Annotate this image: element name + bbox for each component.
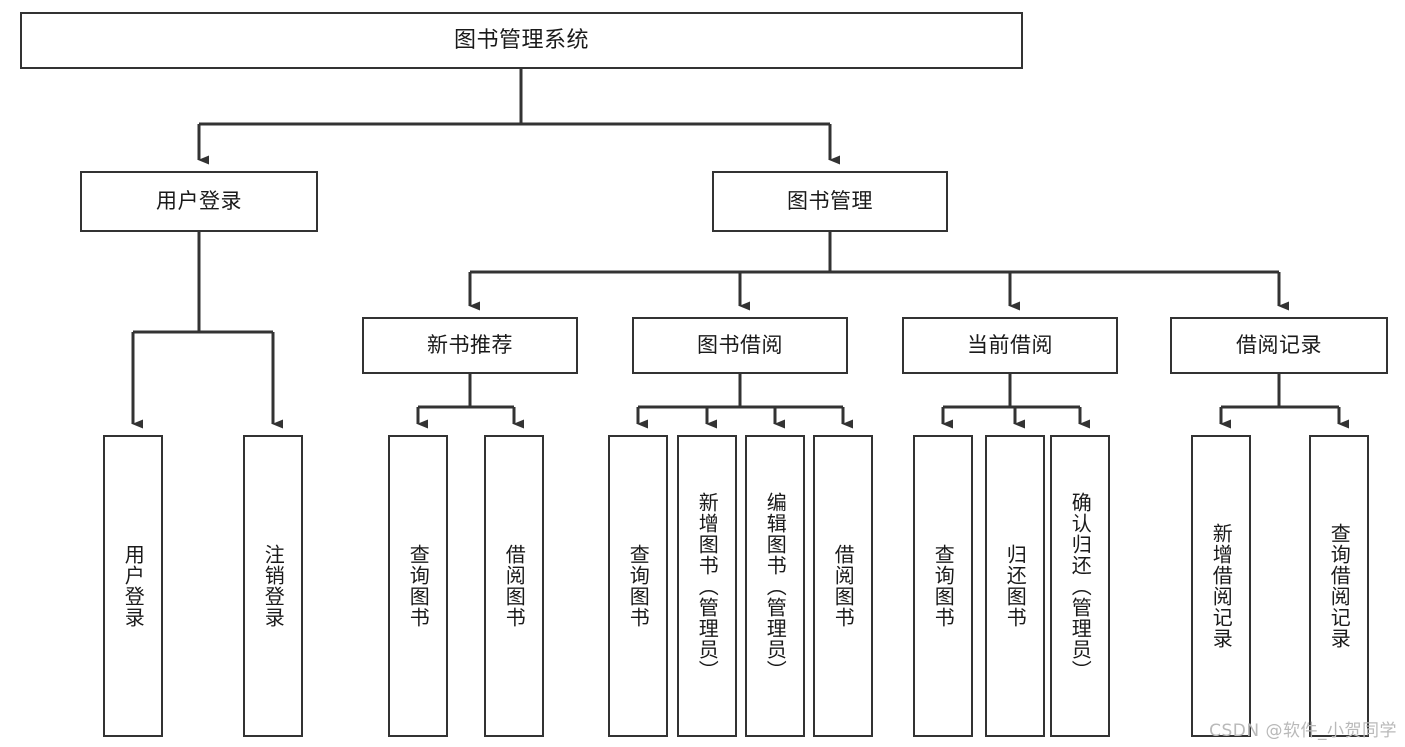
node-leaf-logout[interactable]: 注销登录 — [243, 435, 303, 737]
node-root[interactable]: 图书管理系统 — [20, 12, 1023, 69]
node-label-leaf-query-book-2: 查询图书 — [626, 544, 651, 628]
node-leaf-edit-book[interactable]: 编辑图书（管理员） — [745, 435, 805, 737]
node-label-root: 图书管理系统 — [453, 27, 589, 53]
node-label-leaf-return-book: 归还图书 — [1003, 544, 1028, 628]
node-label-leaf-query-book-3: 查询图书 — [931, 544, 956, 628]
node-leaf-borrow-book-1[interactable]: 借阅图书 — [484, 435, 544, 737]
node-leaf-borrow-book-2[interactable]: 借阅图书 — [813, 435, 873, 737]
node-label-leaf-query-record: 查询借阅记录 — [1327, 523, 1352, 649]
node-label-leaf-add-book: 新增图书（管理员） — [695, 491, 720, 681]
node-leaf-user-login[interactable]: 用户登录 — [103, 435, 163, 737]
node-label-leaf-borrow-book-2: 借阅图书 — [831, 544, 856, 628]
node-new-book-recommend[interactable]: 新书推荐 — [362, 317, 578, 374]
node-leaf-confirm-return[interactable]: 确认归还（管理员） — [1050, 435, 1110, 737]
node-label-leaf-user-login: 用户登录 — [121, 544, 146, 628]
node-leaf-query-book-1[interactable]: 查询图书 — [388, 435, 448, 737]
node-label-leaf-confirm-return: 确认归还（管理员） — [1068, 491, 1093, 681]
node-borrow-record[interactable]: 借阅记录 — [1170, 317, 1388, 374]
csdn-watermark: CSDN @软件_小贺同学 — [1209, 721, 1397, 741]
node-current-borrow[interactable]: 当前借阅 — [902, 317, 1118, 374]
node-label-leaf-logout: 注销登录 — [261, 544, 286, 628]
node-label-leaf-edit-book: 编辑图书（管理员） — [763, 491, 788, 681]
node-leaf-query-book-3[interactable]: 查询图书 — [913, 435, 973, 737]
node-book-manage[interactable]: 图书管理 — [712, 171, 948, 232]
node-label-leaf-add-record: 新增借阅记录 — [1209, 523, 1234, 649]
node-label-user-login: 用户登录 — [156, 189, 242, 214]
node-label-book-manage: 图书管理 — [787, 189, 873, 214]
node-book-borrow[interactable]: 图书借阅 — [632, 317, 848, 374]
node-label-current-borrow: 当前借阅 — [967, 333, 1053, 358]
node-label-borrow-record: 借阅记录 — [1236, 333, 1322, 358]
node-label-new-book-recommend: 新书推荐 — [427, 333, 513, 358]
node-label-leaf-borrow-book-1: 借阅图书 — [502, 544, 527, 628]
node-label-book-borrow: 图书借阅 — [697, 333, 783, 358]
node-label-leaf-query-book-1: 查询图书 — [406, 544, 431, 628]
node-user-login[interactable]: 用户登录 — [80, 171, 318, 232]
node-leaf-return-book[interactable]: 归还图书 — [985, 435, 1045, 737]
node-leaf-add-book[interactable]: 新增图书（管理员） — [677, 435, 737, 737]
node-leaf-query-book-2[interactable]: 查询图书 — [608, 435, 668, 737]
node-leaf-query-record[interactable]: 查询借阅记录 — [1309, 435, 1369, 737]
node-leaf-add-record[interactable]: 新增借阅记录 — [1191, 435, 1251, 737]
